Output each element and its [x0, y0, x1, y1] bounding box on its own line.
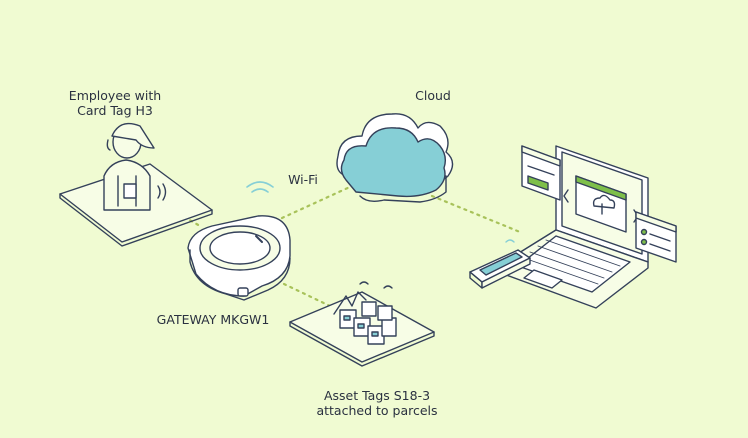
wifi-signal-icon	[246, 181, 274, 193]
asset-parcels-icon	[289, 281, 435, 367]
asset-label-line1: Asset Tags S18-3	[323, 388, 431, 403]
link-gateway-cloud	[280, 184, 354, 220]
cloud-label: Cloud	[415, 88, 451, 103]
gateway-label: GATEWAY MKGW1	[156, 312, 270, 327]
laptop-icon	[497, 145, 677, 309]
employee-card-tag-icon	[59, 122, 213, 247]
link-cloud-laptop	[430, 194, 522, 234]
employee-label-line1: Employee with	[68, 88, 162, 103]
cloud-icon	[336, 113, 454, 203]
asset-label-line2: attached to parcels	[316, 403, 438, 418]
asset-tags-label: Asset Tags S18-3 attached to parcels	[312, 388, 442, 418]
employee-label-line2: Card Tag H3	[77, 103, 153, 118]
employee-label: Employee with Card Tag H3	[60, 88, 170, 118]
wifi-label: Wi-Fi	[288, 172, 318, 187]
gateway-device-icon	[187, 215, 291, 301]
link-gateway-assets	[282, 282, 332, 308]
smartphone-icon	[469, 239, 531, 289]
